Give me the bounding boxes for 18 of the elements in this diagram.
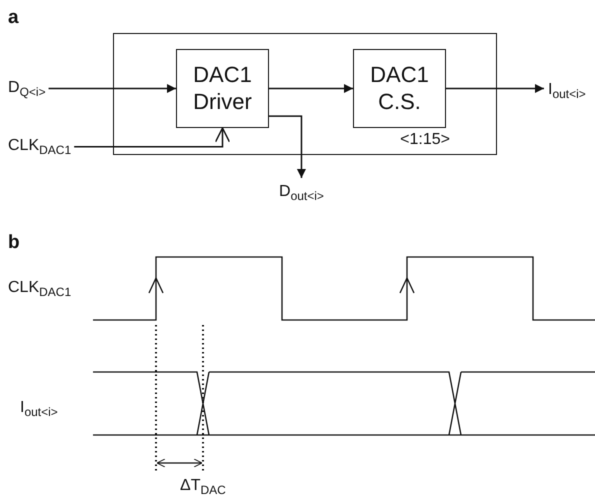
delay-label: ΔT$_{DAC}$ xyxy=(180,478,226,496)
signal-name: CLK$_{DAC1}$ xyxy=(8,280,72,298)
clock-input-arrow xyxy=(74,127,230,148)
signal-label: D$_{out<i>}$ xyxy=(279,182,324,204)
panel-letter: a xyxy=(8,8,19,27)
module-box xyxy=(113,33,497,155)
block-box: DAC1 Driver xyxy=(176,49,269,128)
arrow xyxy=(269,84,353,93)
arrow xyxy=(48,84,176,93)
arrow xyxy=(446,84,544,93)
signal-name: I$_{out<i>}$ xyxy=(20,400,58,418)
signal-label: D$_{Q<i>}$ xyxy=(8,78,46,100)
block-box: DAC1 C.S. xyxy=(353,49,446,128)
array-size-label: <1:15> xyxy=(400,132,450,148)
panel-letter: b xyxy=(8,233,20,252)
arrow xyxy=(269,115,306,178)
signal-label: CLK$_{DAC1}$ xyxy=(8,136,72,158)
signal-label: I$_{out<i>}$ xyxy=(548,80,586,102)
